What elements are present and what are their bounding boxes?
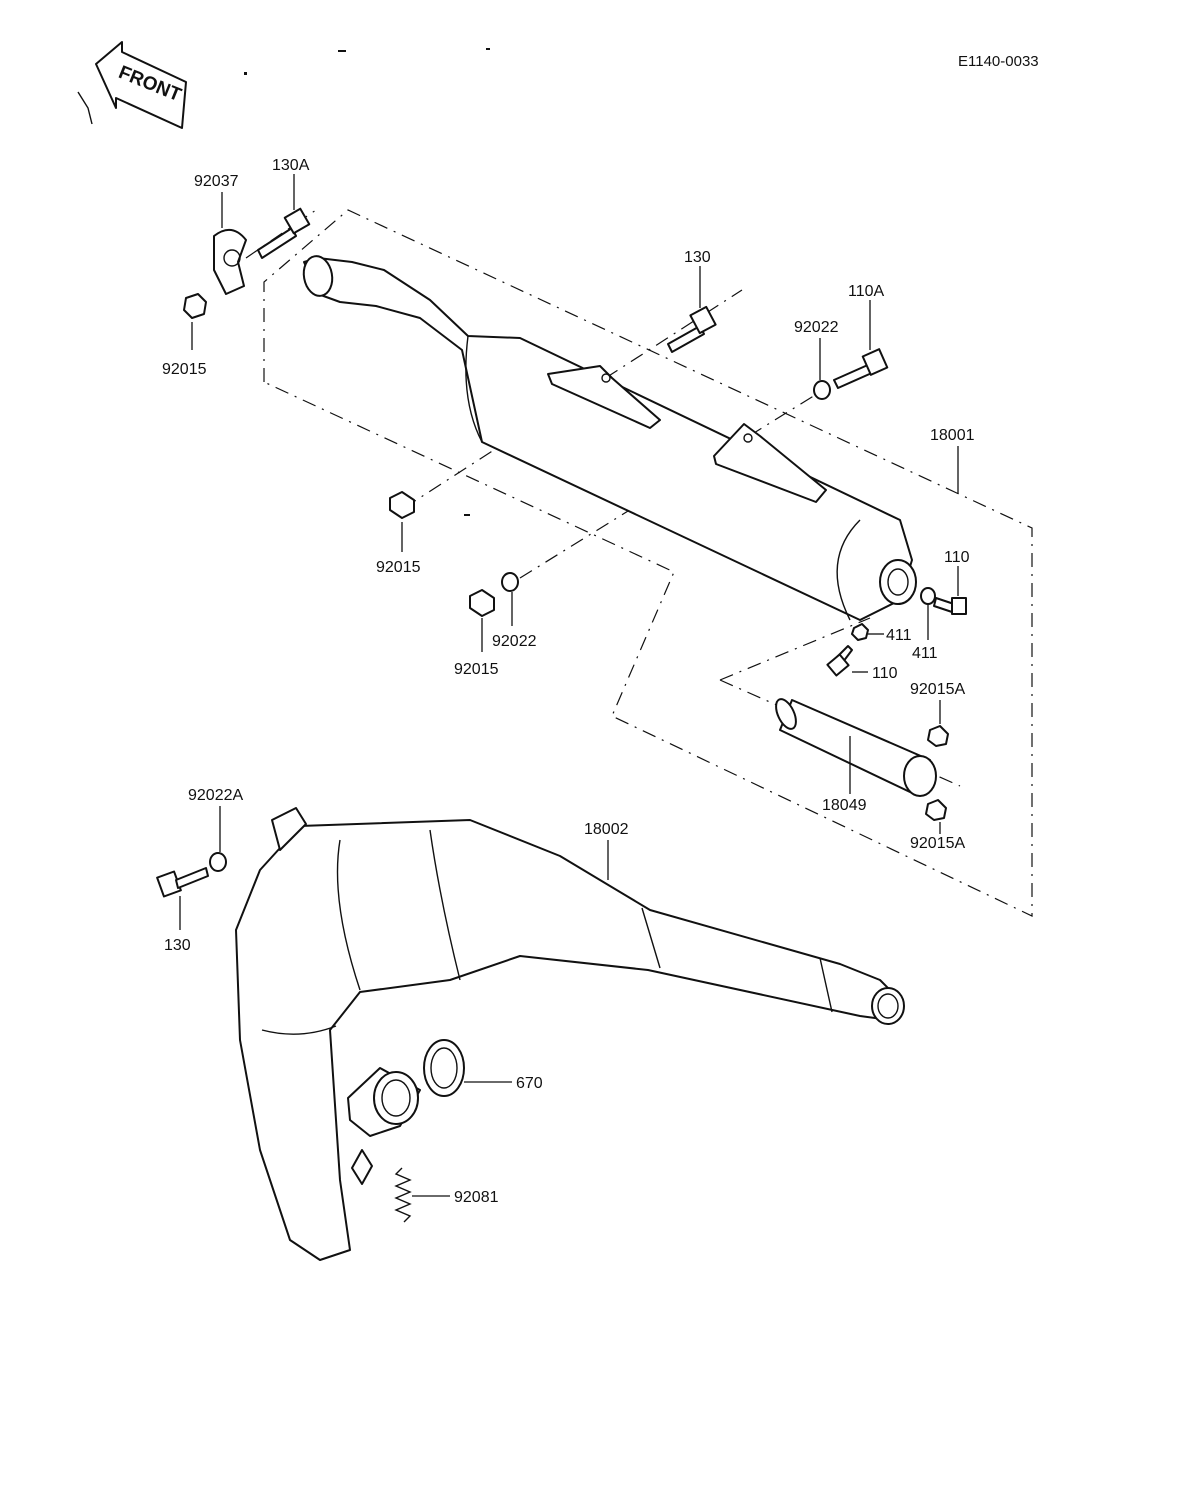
nut-92015A-bottom	[925, 799, 947, 821]
washer-411-b	[920, 587, 936, 605]
label-130A: 130A	[272, 157, 310, 174]
spring-hook-tab	[351, 1149, 373, 1185]
diagram-reference-code: E1140-0033	[958, 53, 1039, 70]
silencer-rear-bracket	[713, 423, 827, 503]
label-411-a: 411	[886, 627, 912, 644]
front-arrow-icon	[95, 41, 187, 129]
chamber-mount-tab	[271, 807, 307, 851]
label-92015A-top: 92015A	[910, 681, 965, 698]
expansion-chamber-18002	[235, 807, 905, 1261]
clamp-92037	[213, 229, 247, 295]
spring-92081	[394, 1167, 412, 1223]
scan-specks	[244, 48, 490, 516]
nut-92015A-top	[927, 725, 949, 747]
label-92022-top: 92022	[794, 319, 839, 336]
front-arrow-badge: FRONT	[77, 41, 187, 129]
washer-92022A	[209, 852, 227, 872]
label-110-lower: 110	[872, 665, 898, 682]
label-92015-clamp: 92015	[162, 361, 207, 378]
washer-92022-lower	[501, 572, 519, 592]
bolt-130-left	[156, 867, 209, 898]
label-411-b: 411	[912, 645, 938, 662]
bolt-110A	[833, 348, 889, 389]
label-18001: 18001	[930, 427, 975, 444]
nut-92015-clamp	[183, 293, 207, 319]
washer-411-a	[851, 623, 869, 641]
label-130-top: 130	[684, 249, 711, 266]
nut-92015-mid	[389, 491, 415, 519]
label-130-left: 130	[164, 937, 191, 954]
bolt-130-top	[667, 305, 717, 353]
label-92015-lower: 92015	[454, 661, 499, 678]
front-mark-icon	[77, 91, 93, 125]
washer-92022-top	[813, 380, 831, 400]
label-92015-mid: 92015	[376, 559, 421, 576]
gasket-670-inner	[430, 1047, 458, 1089]
bolt-110-lower	[826, 645, 853, 677]
nut-92015-lower	[469, 589, 495, 617]
label-92015A-bottom: 92015A	[910, 835, 965, 852]
bolt-130A	[257, 207, 311, 259]
label-92022-lower: 92022	[492, 633, 537, 650]
label-110A: 110A	[848, 283, 885, 300]
bolt-110-right	[933, 597, 967, 615]
label-18002: 18002	[584, 821, 629, 838]
label-92022A: 92022A	[188, 787, 243, 804]
label-110-right: 110	[944, 549, 970, 566]
label-92037: 92037	[194, 173, 239, 190]
label-18049: 18049	[822, 797, 867, 814]
label-92081: 92081	[454, 1189, 499, 1206]
label-670: 670	[516, 1075, 543, 1092]
silencer-front-bracket	[547, 365, 661, 429]
silencer-18001	[302, 255, 917, 621]
insert-18049	[775, 698, 937, 797]
